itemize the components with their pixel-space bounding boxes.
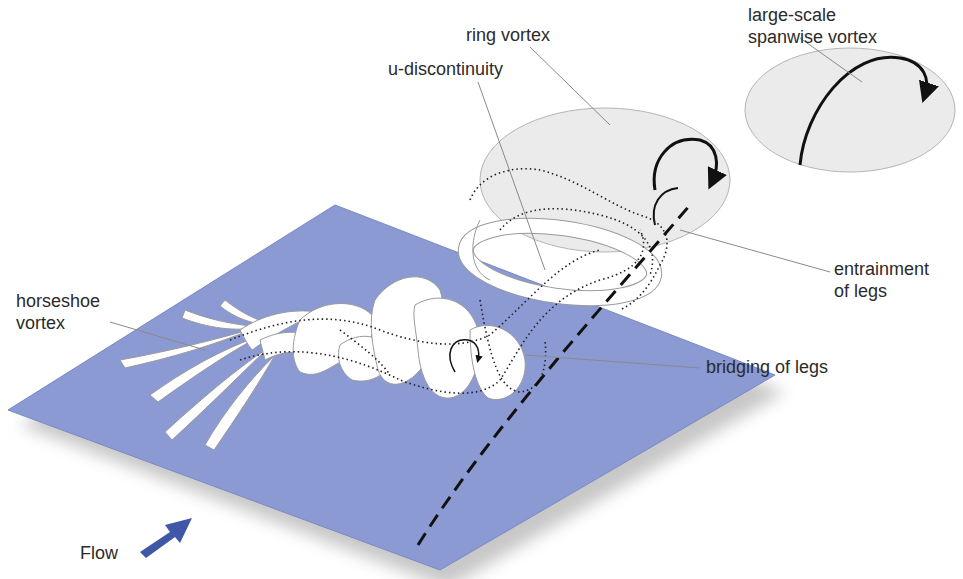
text-label: ring vortex xyxy=(466,24,596,46)
ring-vortex-shape xyxy=(461,108,730,309)
flow-arrow xyxy=(140,518,192,558)
text-label: u-discontinuity xyxy=(388,58,548,80)
horseshoe-vortex-shape xyxy=(120,300,318,450)
spanwise-vortex-shape xyxy=(745,48,955,172)
vortex-leg-outline xyxy=(230,169,667,393)
vortex-structure xyxy=(293,277,525,400)
leader-line xyxy=(110,38,862,368)
text-label: large-scale spanwise vortex xyxy=(748,4,898,48)
rotation-arrow xyxy=(654,139,716,190)
text-label: entrainment of legs xyxy=(834,258,946,302)
rotation-arrow xyxy=(800,57,927,165)
rotation-arrow xyxy=(654,188,678,225)
text-label: bridging of legs xyxy=(706,356,876,378)
text-label: horseshoe vortex xyxy=(16,290,116,334)
text-label: Flow xyxy=(80,542,140,564)
wall-plane xyxy=(8,205,775,570)
trajectory-line xyxy=(418,205,690,545)
